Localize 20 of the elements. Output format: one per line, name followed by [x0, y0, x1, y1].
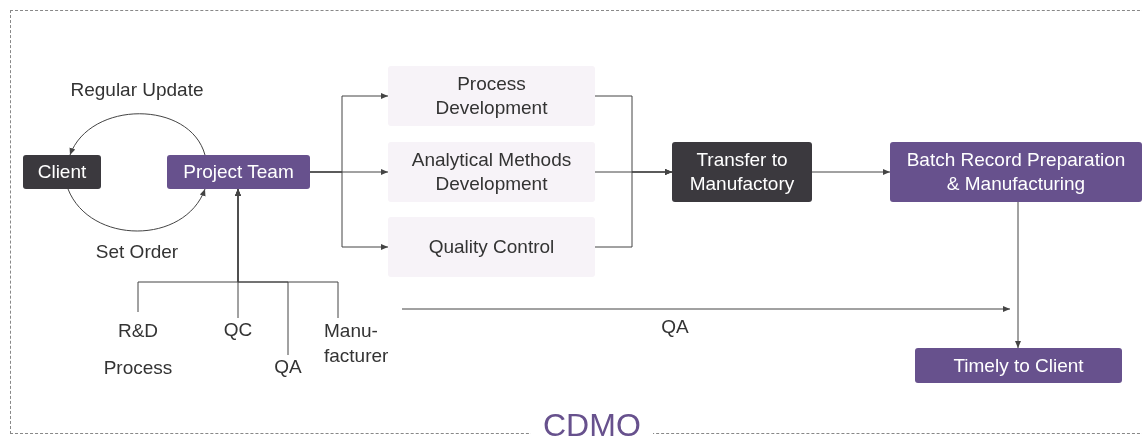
arrow — [69, 113, 206, 156]
arrow — [235, 188, 339, 319]
arrow — [67, 188, 206, 232]
department-label: R&D Process — [93, 312, 183, 386]
process-box: Process Development — [388, 66, 595, 126]
department-label: Manu- facturer — [320, 318, 402, 368]
arrow — [1015, 201, 1021, 349]
dark-box: Client — [23, 155, 101, 189]
department-label: QC — [218, 318, 258, 342]
process-box: Quality Control — [388, 217, 595, 277]
arrow — [594, 169, 673, 248]
department-label: QA — [268, 355, 308, 379]
arrow — [309, 171, 389, 250]
arrow — [401, 306, 1011, 312]
process-box: Timely to Client — [915, 348, 1122, 383]
dark-box: Transfer to Manufactory — [672, 142, 812, 202]
process-box: Analytical Methods Development — [388, 142, 595, 202]
process-box: Batch Record Preparation & Manufacturing — [890, 142, 1142, 202]
arrow — [811, 169, 891, 175]
process-box: Project Team — [167, 155, 310, 189]
